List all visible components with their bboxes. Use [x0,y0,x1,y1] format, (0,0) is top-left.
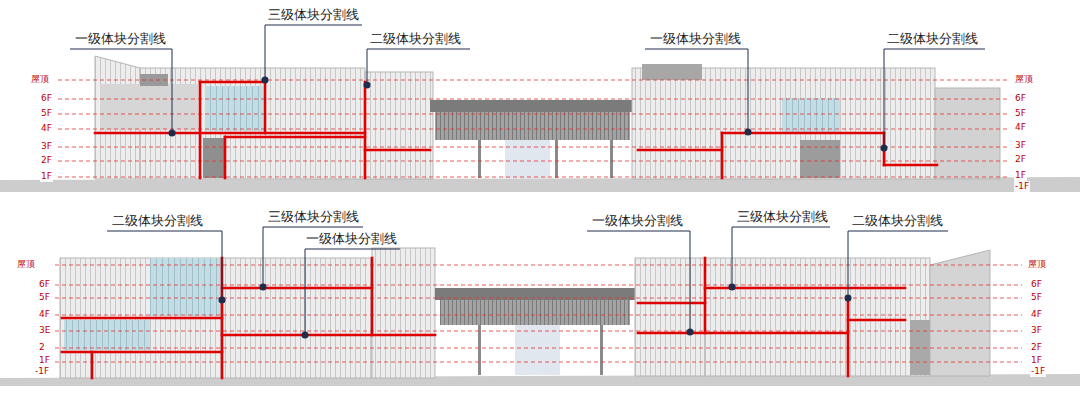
entrance [910,320,930,375]
floor-label: 3F [40,141,53,152]
floor-label: 5F [38,292,51,303]
entrance [203,138,225,178]
roof-sign [642,64,702,80]
facade [222,258,372,378]
floor-label: 2F [1030,342,1043,353]
floor-label: 1F [38,355,51,366]
floor-label: 6F [1030,279,1043,290]
floor-label: 5F [40,108,53,119]
entrance [800,140,840,178]
column [478,325,481,375]
floor-label: 4F [1030,309,1043,320]
floor-label: 6F [1014,93,1027,104]
floor-label: 3F [1030,325,1043,336]
glass-curtain [150,258,220,316]
leader-lines [107,227,948,335]
callout-label: 一级体块分割线 [650,31,741,47]
top-elevation [0,25,1080,192]
column [555,140,558,178]
leader-lines [70,25,985,148]
floor-lines [55,265,1022,362]
leader-dots [169,77,888,152]
floor-label: -1F [1014,181,1030,192]
glass-curtain [782,98,840,133]
callout-label: 一级体块分割线 [75,31,166,47]
split-lines [95,82,937,178]
bottom-elevation [0,227,1080,386]
callout-label: 二级体块分割线 [887,31,978,47]
window-band [100,84,198,130]
floor-label: -1F [34,366,50,377]
floor-label: 2 [38,342,46,353]
floor-label: 屋顶 [1027,259,1047,270]
floor-label: 1F [1014,170,1027,181]
callout-label: 三级体块分割线 [268,7,359,23]
callout-label: 二级体块分割线 [852,213,943,229]
glass-curtain [205,86,263,131]
floor-label: 5F [1030,292,1043,303]
floor-label: 5F [1014,108,1027,119]
callout-label: 二级体块分割线 [112,213,203,229]
floor-label: 6F [38,279,51,290]
column [600,325,603,375]
bridge-body [435,112,630,140]
floor-label: 屋顶 [30,74,50,85]
facade [935,88,1000,179]
split-lines [62,258,905,378]
callout-label: 三级体块分割线 [737,209,828,225]
floor-label: 屋顶 [16,259,36,270]
floor-label: 2F [1014,154,1027,165]
bridge-body [440,300,630,325]
slanted-end [930,250,990,376]
callout-label: 一级体块分割线 [592,213,683,229]
callout-label: 三级体块分割线 [268,209,359,225]
facade [705,258,930,376]
floor-label: 4F [40,123,53,134]
callout-label: 一级体块分割线 [306,231,397,247]
floor-label: 屋顶 [1014,74,1034,85]
floor-label: 1F [1030,355,1043,366]
floor-label: 3E [38,325,51,336]
floor-label: 4F [1014,122,1027,133]
column [610,140,613,178]
facade [632,68,935,179]
facade [635,258,705,376]
leader-dots [219,284,852,339]
floor-label: 4F [38,309,51,320]
bridge-roof [430,100,635,112]
facade [365,72,433,179]
floor-label: 1F [40,171,53,182]
floor-lines [58,80,1008,177]
bridge-glass [505,140,550,178]
facade [372,248,435,378]
column [478,140,481,178]
facade [60,258,222,378]
callout-label: 二级体块分割线 [370,31,461,47]
floor-label: -1F [1030,366,1046,377]
glass-curtain [64,320,150,350]
bridge-glass [515,325,560,375]
floor-label: 2F [40,155,53,166]
floor-label: 6F [40,93,53,104]
floor-label: 3F [1014,140,1027,151]
